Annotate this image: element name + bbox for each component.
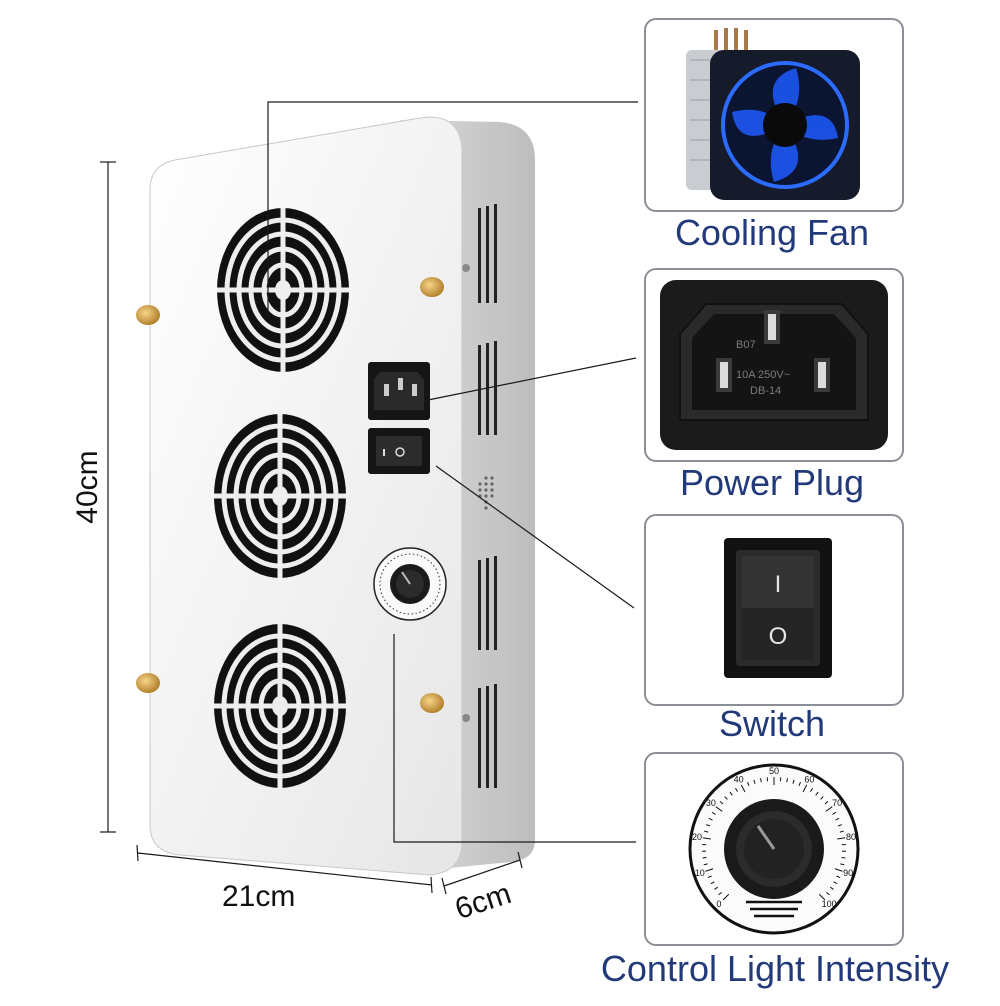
side-vents xyxy=(478,204,497,788)
dial-tick xyxy=(747,781,750,786)
fan-grille-top xyxy=(217,208,349,372)
dial-tick xyxy=(829,886,834,890)
plug-marking-1: B07 xyxy=(736,339,756,351)
dial-tick xyxy=(718,891,722,896)
dial-tick xyxy=(833,881,838,885)
dial-tick xyxy=(826,891,830,896)
dial-tick xyxy=(834,868,843,872)
dial-tick xyxy=(711,811,716,815)
dial-tick xyxy=(740,784,746,793)
brass-hanging-studs xyxy=(136,277,444,713)
plug-marking-2: 10A 250V~ xyxy=(736,369,790,381)
dial-tick xyxy=(810,787,814,792)
dial-tick xyxy=(707,875,712,879)
dimension-lines xyxy=(100,161,523,895)
dial-tick xyxy=(702,837,711,840)
callout-switch-box: I O xyxy=(644,514,904,706)
dial-scale-label: 30 xyxy=(706,798,716,808)
callout-dimmer-label: Control Light Intensity xyxy=(600,948,950,989)
dial-scale-label: 20 xyxy=(692,832,702,842)
switch-off-mark: O xyxy=(769,623,788,650)
dial-tick xyxy=(724,796,728,800)
callout-switch-label: Switch xyxy=(718,703,826,744)
dial-tick xyxy=(824,801,829,805)
dial-tick xyxy=(708,817,713,821)
dial-scale-label: 90 xyxy=(843,868,853,878)
dial-tick xyxy=(705,868,714,872)
callout-cooling-fan-box xyxy=(644,18,904,212)
dial-scale-label: 100 xyxy=(822,899,837,909)
height-dimension-label: 40cm xyxy=(71,450,104,524)
dial-tick xyxy=(786,778,788,783)
dial-tick xyxy=(835,817,840,821)
panel-rocker-switch xyxy=(368,428,430,474)
dial-tick xyxy=(802,784,808,793)
dial-tick xyxy=(836,875,841,879)
dial-tick xyxy=(840,863,845,866)
dial-tick xyxy=(825,806,833,812)
dial-scale-label: 0 xyxy=(716,899,721,909)
dial-tick xyxy=(820,796,824,800)
width-dimension-label: 21cm xyxy=(222,880,296,913)
dial-tick xyxy=(703,863,708,866)
dial-tick xyxy=(715,806,723,812)
power-plug-icon: B07 10A 250V~ DB-14 xyxy=(660,280,888,450)
dial-tick xyxy=(815,791,819,796)
dial-scale-label: 40 xyxy=(734,775,744,785)
dial-tick xyxy=(704,830,709,833)
dial-tick xyxy=(839,830,844,833)
dial-tick xyxy=(706,824,711,827)
dial-scale-label: 50 xyxy=(769,766,779,776)
dial-tick xyxy=(714,886,719,890)
callout-leader-lines xyxy=(267,101,638,843)
dial-scale-label: 60 xyxy=(804,775,814,785)
dial-tick xyxy=(719,801,724,805)
dial-tick xyxy=(702,857,707,859)
dial-tick xyxy=(760,778,762,783)
callout-power-plug-box: B07 10A 250V~ DB-14 xyxy=(644,268,904,462)
panel-power-socket xyxy=(368,362,430,420)
dial-tick xyxy=(798,781,801,786)
dial-scale-label: 70 xyxy=(832,798,842,808)
dial-tick xyxy=(832,811,837,815)
fan-grille-middle xyxy=(214,414,346,578)
dial-tick xyxy=(818,893,826,901)
rocker-switch-icon: I O xyxy=(724,538,832,678)
dial-tick xyxy=(722,893,730,901)
cooling-fan-icon xyxy=(686,28,860,200)
dial-tick xyxy=(837,824,842,827)
dial-scale-label: 10 xyxy=(695,868,705,878)
dial-tick xyxy=(734,787,738,792)
dial-tick xyxy=(729,791,733,796)
dial-scale-label: 80 xyxy=(846,832,856,842)
fan-grille-bottom xyxy=(214,624,346,788)
panel-dimmer-knob xyxy=(373,547,447,621)
switch-on-mark: I xyxy=(775,571,782,598)
dial-tick xyxy=(837,837,846,840)
dimmer-knob-icon: 0 10 20 30 40 50 60 70 80 90 100 xyxy=(688,763,860,935)
dial-tick xyxy=(753,779,756,784)
plug-marking-3: DB-14 xyxy=(750,385,781,397)
dial-tick xyxy=(792,779,795,784)
callout-power-plug-label: Power Plug xyxy=(679,462,865,503)
dial-tick xyxy=(841,857,846,859)
callout-dimmer-box: 0 10 20 30 40 50 60 70 80 90 100 xyxy=(644,752,904,946)
callout-cooling-fan-label: Cooling Fan xyxy=(674,212,870,253)
dial-tick xyxy=(710,881,715,885)
